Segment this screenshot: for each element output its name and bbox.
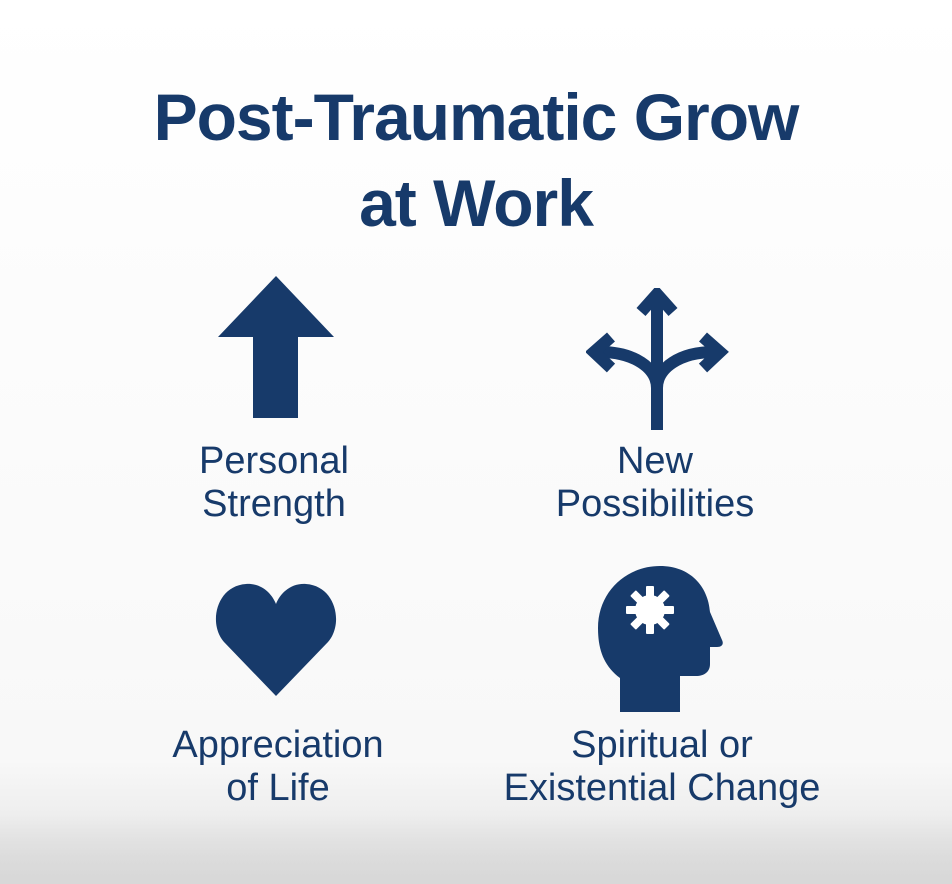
- branching-arrows-icon: [586, 288, 730, 430]
- page-title: Post-Traumatic Grow at Work: [0, 74, 952, 246]
- head-gear-icon: [598, 566, 726, 712]
- title-line-2: at Work: [359, 166, 594, 240]
- arrow-up-icon: [218, 276, 334, 418]
- item-label-new-possibilities: New Possibilities: [555, 440, 755, 525]
- item-label-personal-strength: Personal Strength: [199, 440, 349, 525]
- heart-icon: [214, 580, 338, 698]
- item-label-appreciation-of-life: Appreciation of Life: [172, 724, 384, 809]
- title-line-1: Post-Traumatic Grow: [153, 80, 800, 154]
- item-label-spiritual-existential-change: Spiritual or Existential Change: [503, 724, 821, 809]
- bottom-fade: [0, 814, 952, 884]
